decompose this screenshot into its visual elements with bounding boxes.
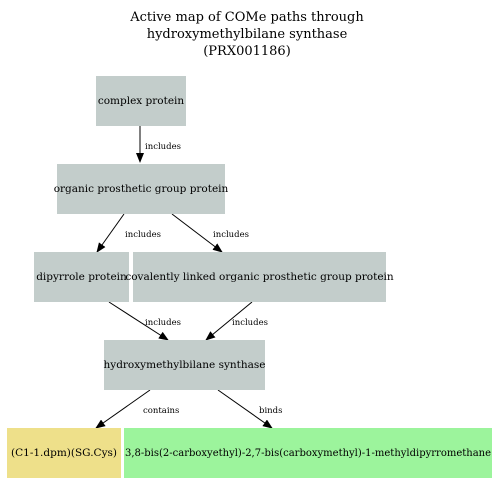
- node-label: covalently linked organic prosthetic gro…: [125, 271, 394, 283]
- node-label: dipyrrole protein: [36, 271, 127, 283]
- title-line-2: hydroxymethylbilane synthase: [146, 27, 348, 42]
- node-label: 3,8-bis(2-carboxyethyl)-2,7-bis(carboxym…: [124, 447, 492, 459]
- edge-label-includes: includes: [125, 230, 161, 240]
- node-dipyrromethane-ligand[interactable]: 3,8-bis(2-carboxyethyl)-2,7-bis(carboxym…: [124, 428, 492, 478]
- edge-label-includes: includes: [145, 318, 181, 328]
- edge-dipyrrole-to-hmbs: includes: [108, 301, 181, 341]
- edge-label-includes: includes: [213, 230, 249, 240]
- edge-label-contains: contains: [143, 406, 179, 416]
- diagram-title: Active map of COMe paths through hydroxy…: [97, 9, 397, 60]
- node-label: complex protein: [97, 95, 185, 107]
- node-organic-prosthetic-group-protein[interactable]: organic prosthetic group protein: [54, 164, 228, 214]
- title-line-3: (PRX001186): [203, 44, 291, 59]
- node-covalently-linked-protein[interactable]: covalently linked organic prosthetic gro…: [125, 252, 394, 302]
- edge-complex-to-organic: includes: [136, 126, 181, 163]
- node-dipyrrole-protein[interactable]: dipyrrole protein: [34, 252, 129, 302]
- node-complex-protein[interactable]: complex protein: [96, 76, 186, 126]
- edge-hmbs-to-dipyrromethane: binds: [217, 389, 282, 429]
- title-line-1: Active map of COMe paths through: [130, 10, 364, 25]
- edge-label-includes: includes: [232, 318, 268, 328]
- edge-organic-to-dipyrrole: includes: [96, 213, 161, 253]
- node-label: hydroxymethylbilane synthase: [103, 359, 266, 371]
- edge-organic-to-covalently: includes: [171, 213, 249, 253]
- node-label: organic prosthetic group protein: [53, 183, 229, 195]
- edge-hmbs-to-c1dpm: contains: [95, 389, 179, 429]
- node-hydroxymethylbilane-synthase[interactable]: hydroxymethylbilane synthase: [103, 340, 266, 390]
- edge-label-binds: binds: [259, 406, 282, 416]
- node-label: (C1-1.dpm)(SG.Cys): [11, 447, 117, 459]
- node-c1-dpm-sg-cys[interactable]: (C1-1.dpm)(SG.Cys): [7, 428, 121, 478]
- edge-label-includes: includes: [145, 142, 181, 152]
- edge-covalently-to-hmbs: includes: [205, 301, 268, 341]
